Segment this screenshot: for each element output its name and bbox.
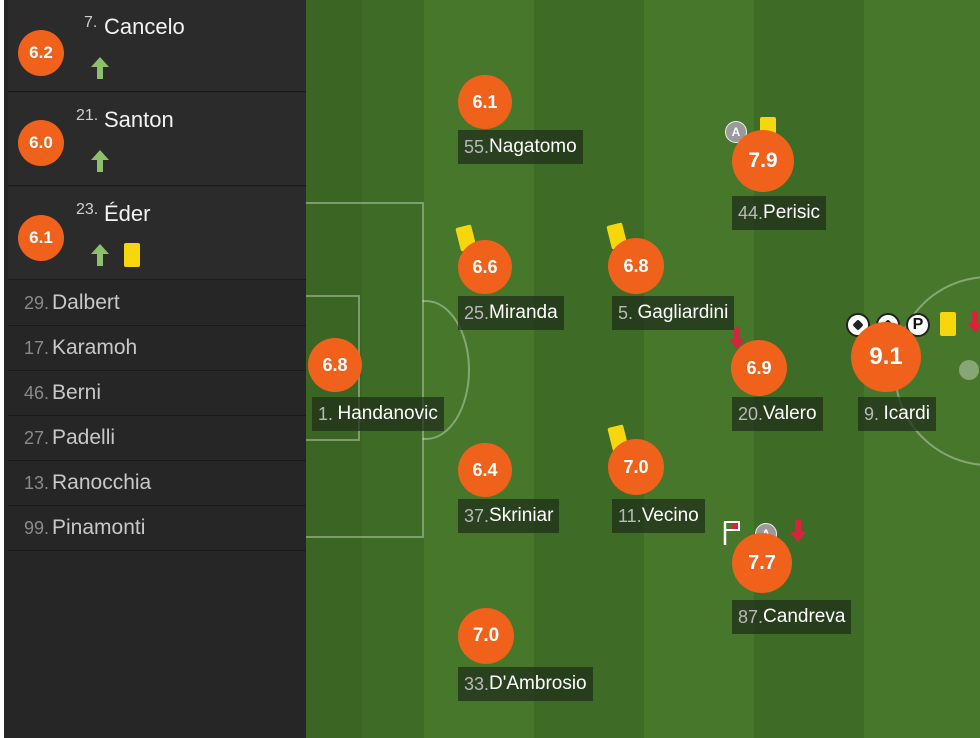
player-name: Éder (104, 201, 151, 226)
player-number: 46. (24, 383, 50, 403)
sub-in-arrow-icon (91, 57, 109, 79)
sub-in-arrow-icon (91, 150, 109, 172)
rating-badge: 6.9 (731, 340, 787, 396)
player-number: 9. (864, 403, 880, 424)
player-number: 7. (84, 14, 98, 31)
player-number: 21. (76, 107, 99, 124)
player-name: Gagliardini (637, 302, 729, 323)
player-label[interactable]: 1. Handanovic (312, 397, 444, 431)
rating-badge: 6.6 (458, 240, 512, 294)
penalty-goal-icon: P (906, 313, 930, 337)
player-number: 99. (24, 518, 50, 538)
player-number: 29. (24, 293, 50, 313)
corner-flag-icon (723, 521, 740, 545)
player-number: 37. (464, 505, 490, 526)
player-name: Berni (52, 381, 102, 404)
player-number: 20. (738, 403, 764, 424)
rating-badge: 6.8 (608, 238, 664, 294)
player-label[interactable]: 11.Vecino (612, 499, 705, 533)
rating-badge: 7.0 (458, 608, 514, 664)
player-name: Miranda (489, 302, 558, 323)
rating-badge: 6.1 (458, 75, 512, 129)
substitute-row[interactable]: 6.1 23. Éder (8, 187, 310, 280)
player-name: Handanovic (337, 403, 438, 424)
sub-out-arrow-icon (967, 311, 980, 333)
rating-badge: 7.7 (732, 533, 792, 593)
player-label[interactable]: 33.D'Ambrosio (458, 667, 593, 701)
substitutes-panel: 6.2 7. Cancelo 6.0 21. Santon 6.1 23. Éd… (0, 0, 310, 738)
rating-badge: 6.2 (18, 30, 64, 76)
pitch: 6.8 1. Handanovic 6.1 55.Nagatomo 6.6 25… (306, 0, 980, 738)
rating-badge: 6.1 (18, 215, 64, 261)
player-number: 25. (464, 302, 490, 323)
player-number: 33. (464, 673, 490, 694)
player-number: 55. (464, 136, 490, 157)
player-number: 5. (618, 302, 634, 323)
player-name: Valero (763, 403, 817, 424)
player-name: Pinamonti (52, 516, 146, 539)
bench-row[interactable]: 17. Karamoh (8, 326, 310, 371)
player-number: 44. (738, 202, 764, 223)
rating-badge: 6.8 (308, 338, 362, 392)
player-name: Nagatomo (489, 136, 577, 157)
player-name: Cancelo (104, 14, 185, 39)
yellow-card-icon (940, 312, 956, 336)
player-number: 1. (318, 403, 334, 424)
player-name: Padelli (52, 426, 116, 449)
rating-badge: 7.9 (732, 130, 794, 192)
rating-badge: 6.0 (18, 120, 64, 166)
bench-row[interactable]: 29. Dalbert (8, 281, 310, 326)
player-label[interactable]: 87.Candreva (732, 600, 852, 634)
player-name: Skriniar (489, 505, 554, 526)
player-name: Perisic (763, 202, 821, 223)
player-name: Icardi (883, 403, 930, 424)
player-label[interactable]: 25.Miranda (458, 296, 564, 330)
player-number: 11. (618, 505, 642, 526)
sub-out-arrow-icon (729, 327, 745, 349)
yellow-card-icon (124, 243, 140, 267)
player-number: 17. (24, 338, 50, 358)
rating-badge: 9.1 (851, 322, 921, 392)
player-label[interactable]: 55.Nagatomo (458, 130, 583, 164)
substitute-row[interactable]: 6.0 21. Santon (8, 93, 310, 186)
bench-row[interactable]: 13. Ranocchia (8, 461, 310, 506)
player-name: Dalbert (52, 291, 120, 314)
player-name: Vecino (641, 505, 699, 526)
bench-row[interactable]: 99. Pinamonti (8, 506, 310, 551)
player-name: D'Ambrosio (489, 673, 587, 694)
sub-out-arrow-icon (790, 520, 806, 542)
player-number: 13. (24, 473, 50, 493)
player-label[interactable]: 20.Valero (732, 397, 823, 431)
player-label[interactable]: 5. Gagliardini (612, 296, 735, 330)
rating-badge: 6.4 (458, 443, 512, 497)
player-name: Ranocchia (52, 471, 152, 494)
bench-row[interactable]: 27. Padelli (8, 416, 310, 461)
center-spot (959, 360, 979, 380)
rating-badge: 7.0 (608, 439, 664, 495)
player-name: Santon (104, 107, 174, 132)
player-name: Candreva (763, 606, 846, 627)
player-label[interactable]: 44.Perisic (732, 196, 827, 230)
player-label[interactable]: 9. Icardi (858, 397, 936, 431)
sub-in-arrow-icon (91, 244, 109, 266)
player-label[interactable]: 37.Skriniar (458, 499, 560, 533)
player-number: 27. (24, 428, 50, 448)
player-number: 87. (738, 606, 764, 627)
player-number: 23. (76, 201, 99, 218)
player-name: Karamoh (52, 336, 138, 359)
substitute-row[interactable]: 6.2 7. Cancelo (8, 0, 310, 92)
bench-row[interactable]: 46. Berni (8, 371, 310, 416)
